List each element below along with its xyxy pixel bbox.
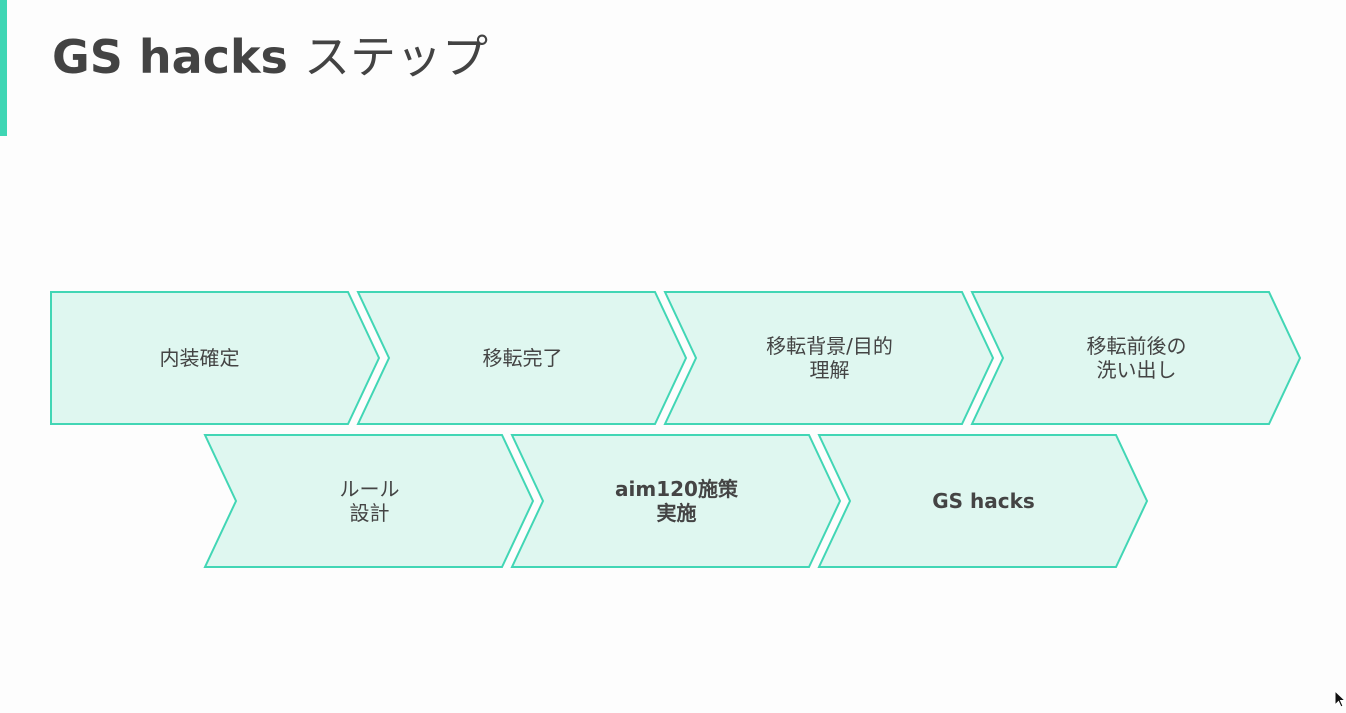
slide-title-suffix: ステップ — [303, 30, 488, 84]
step-4-shape — [970, 291, 1302, 425]
step-5-shape — [203, 434, 535, 568]
step-7-label: GS hacks — [932, 489, 1035, 513]
step-6-label: aim120施策 実施 — [615, 477, 738, 525]
mouse-pointer-icon — [1334, 690, 1346, 708]
accent-bar — [0, 0, 7, 136]
step-3-label: 移転背景/目的 理解 — [766, 334, 893, 382]
step-1-label: 内装確定 — [159, 346, 240, 370]
step-2-shape — [356, 291, 688, 425]
step-5-label: ルール 設計 — [339, 477, 400, 525]
step-4-label: 移転前後の 洗い出し — [1086, 334, 1187, 382]
step-6-shape — [510, 434, 842, 568]
slide-title-main: GS hacks — [52, 30, 288, 84]
step-3-shape — [663, 291, 995, 425]
slide-title: GS hacks ステップ — [52, 30, 488, 85]
step-1-shape — [50, 291, 381, 425]
step-2-label: 移転完了 — [482, 346, 563, 370]
step-7-shape — [817, 434, 1149, 568]
